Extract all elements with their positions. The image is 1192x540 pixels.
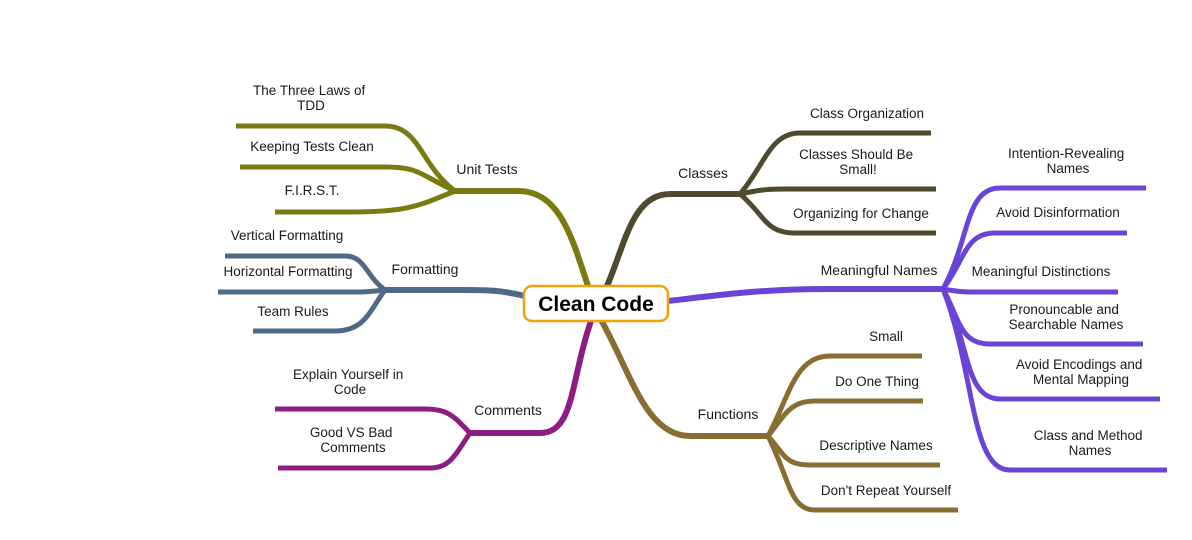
node-line: Class and Method bbox=[1034, 428, 1143, 443]
node-names-3[interactable]: Meaningful Distinctions bbox=[972, 264, 1111, 279]
root-label: Clean Code bbox=[538, 293, 654, 316]
connector-unit-tests bbox=[455, 188, 591, 287]
node-names-5[interactable]: Avoid Encodings and Mental Mapping bbox=[1016, 357, 1146, 387]
node-names-1[interactable]: Intention-Revealing Names bbox=[1008, 146, 1128, 176]
node-names-6[interactable]: Class and Method Names bbox=[1034, 428, 1147, 458]
node-line: Searchable Names bbox=[1009, 317, 1124, 332]
link-unit-tests-1 bbox=[236, 123, 457, 194]
link-formatting-2 bbox=[218, 287, 386, 295]
node-line: TDD bbox=[297, 98, 325, 113]
branch-label-meaningful-names[interactable]: Meaningful Names bbox=[821, 262, 938, 278]
connector-functions bbox=[597, 316, 768, 439]
link-formatting-1 bbox=[225, 253, 387, 292]
node-line: The Three Laws of bbox=[253, 83, 366, 98]
link-names-6 bbox=[940, 288, 1167, 473]
node-line: Good VS Bad bbox=[310, 425, 393, 440]
link-formatting-3 bbox=[253, 288, 388, 334]
node-functions-3[interactable]: Descriptive Names bbox=[819, 438, 933, 453]
node-line: Pronouncable and bbox=[1009, 302, 1119, 317]
connector-classes bbox=[604, 191, 740, 288]
node-line: Avoid Encodings and bbox=[1016, 357, 1143, 372]
branch-label-classes[interactable]: Classes bbox=[678, 165, 728, 181]
node-unit-tests-3[interactable]: F.I.R.S.T. bbox=[285, 183, 340, 198]
link-functions-2 bbox=[766, 398, 923, 438]
node-comments-2[interactable]: Good VS Bad Comments bbox=[310, 425, 396, 455]
node-formatting-3[interactable]: Team Rules bbox=[257, 304, 329, 319]
branch-label-functions[interactable]: Functions bbox=[698, 406, 759, 422]
branch-label-unit-tests[interactable]: Unit Tests bbox=[456, 161, 517, 177]
link-classes-1 bbox=[738, 130, 931, 196]
branch-label-comments[interactable]: Comments bbox=[474, 402, 542, 418]
root-node-box bbox=[522, 284, 670, 323]
link-names-3 bbox=[942, 286, 1118, 295]
node-formatting-2[interactable]: Horizontal Formatting bbox=[223, 264, 352, 279]
link-classes-2 bbox=[739, 186, 936, 197]
node-line: Names bbox=[1069, 443, 1112, 458]
branch-meaningful-names: Meaningful Names Intention-Revealing Nam… bbox=[821, 146, 1167, 473]
node-line: Small! bbox=[839, 162, 877, 177]
node-formatting-1[interactable]: Vertical Formatting bbox=[231, 228, 344, 243]
link-comments-2 bbox=[278, 431, 473, 471]
node-names-2[interactable]: Avoid Disinformation bbox=[996, 205, 1120, 220]
branch-classes: Classes Class Organization Classes Shoul… bbox=[678, 106, 936, 236]
link-comments-1 bbox=[275, 406, 472, 435]
branch-comments: Comments Explain Yourself in Code Good V… bbox=[275, 367, 542, 471]
node-classes-2[interactable]: Classes Should Be Small! bbox=[799, 147, 917, 177]
node-line: Classes Should Be bbox=[799, 147, 913, 162]
connector-formatting bbox=[385, 287, 526, 299]
branch-functions: Functions Small Do One Thing Descriptive… bbox=[698, 329, 958, 513]
node-classes-1[interactable]: Class Organization bbox=[810, 106, 924, 121]
branch-formatting: Formatting Vertical Formatting Horizonta… bbox=[218, 228, 459, 334]
connector-meaningful-names bbox=[667, 286, 943, 304]
node-line: Explain Yourself in bbox=[293, 367, 403, 382]
node-unit-tests-2[interactable]: Keeping Tests Clean bbox=[250, 139, 374, 154]
node-functions-1[interactable]: Small bbox=[869, 329, 903, 344]
node-line: Comments bbox=[320, 440, 386, 455]
branch-label-formatting[interactable]: Formatting bbox=[392, 261, 459, 277]
node-line: Mental Mapping bbox=[1033, 372, 1129, 387]
node-line: Intention-Revealing bbox=[1008, 146, 1124, 161]
node-unit-tests-1[interactable]: The Three Laws of TDD bbox=[253, 83, 369, 113]
node-comments-1[interactable]: Explain Yourself in Code bbox=[293, 367, 407, 397]
node-line: Code bbox=[334, 382, 366, 397]
node-functions-2[interactable]: Do One Thing bbox=[835, 374, 919, 389]
root-node[interactable]: Clean Code bbox=[522, 284, 670, 323]
link-names-2 bbox=[941, 230, 1127, 291]
link-unit-tests-3 bbox=[275, 188, 456, 215]
link-unit-tests-2 bbox=[240, 164, 457, 194]
node-functions-4[interactable]: Don't Repeat Yourself bbox=[821, 483, 951, 498]
link-names-1 bbox=[940, 185, 1146, 291]
branch-unit-tests: Unit Tests The Three Laws of TDD Keeping… bbox=[236, 83, 518, 215]
node-line: Names bbox=[1047, 161, 1090, 176]
link-functions-4 bbox=[765, 434, 958, 513]
link-functions-1 bbox=[765, 353, 922, 438]
node-classes-3[interactable]: Organizing for Change bbox=[793, 206, 929, 221]
link-classes-3 bbox=[738, 192, 936, 236]
node-names-4[interactable]: Pronouncable and Searchable Names bbox=[1009, 302, 1124, 332]
connector-comments bbox=[470, 316, 595, 436]
